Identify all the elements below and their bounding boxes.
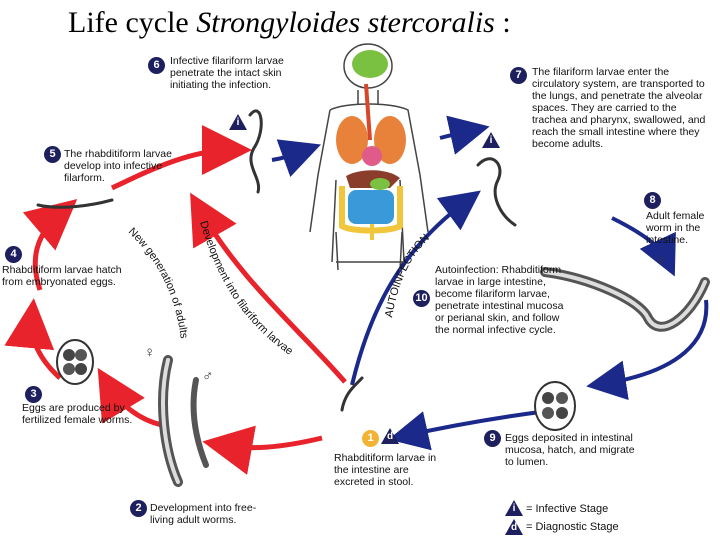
stage-4-text: Rhabditiform larvae hatch from embryonat… [2,264,122,288]
egg-stage-9 [534,381,576,431]
male-symbol-icon: ♂ [202,368,214,385]
stage-10-badge: 10 [413,290,430,307]
female-symbol-icon: ♀ [144,344,156,361]
adult-female-worm-8 [540,267,710,332]
worm-illustrations [36,109,517,412]
arrow-3-to-4 [4,298,62,380]
arrow-2-to-3 [97,367,163,428]
arrow-7-to-8 [611,216,676,277]
arrow-autoinfection [350,190,481,386]
stage-1-text: Rhabditiform larvae in the intestine are… [334,452,437,488]
female-symbol-icon-8: ♀ [655,252,667,269]
stage-9-badge: 9 [484,430,501,447]
diagnostic-stage-icon: d [381,428,399,444]
arrow-1-to-2 [202,425,323,475]
infective-larva-6 [248,109,263,194]
page-title: Life cycle Strongyloides stercoralis : [68,6,511,39]
stage-2-badge: 2 [130,500,147,517]
stage-8-text: Adult female worm in the intestine. [646,210,705,246]
host-organs [336,50,406,240]
arrow-6-to-host [271,139,322,177]
stage-6-text: Infective filariform larvae penetrate th… [170,55,284,91]
free-living-adults-2 [158,355,209,487]
stage-2-text: Development into free-living adult worms… [150,502,257,526]
arrow-8-to-9 [586,299,709,401]
stage-5-text: The rhabditiform larvae develop into inf… [64,148,172,184]
stage-3-text: Eggs are produced by fertilized female w… [22,402,133,426]
stage-9-text: Eggs deposited in intestinal mucosa, hat… [505,432,635,468]
arrow-5-to-6 [110,125,252,191]
stage-7-badge: 7 [510,67,527,84]
legend-diagnostic-label: = Diagnostic Stage [526,521,619,533]
development-label: Development into filariform larvae [197,220,295,358]
legend-infective-icon: i [505,500,523,516]
filariform-larva-7 [476,157,517,227]
infective-stage-icon-7: i [482,132,500,148]
infective-stage-icon: i [229,114,247,130]
arrow-4-to-5 [22,199,78,291]
stage-7-text: The filariform larvae enter the circulat… [532,66,706,150]
legend-infective-label: = Infective Stage [526,503,609,515]
stage-6-badge: 6 [148,57,165,74]
arrow-9-to-1 [388,410,541,451]
stage-1-badge: 1 [362,430,379,447]
free-living-cycle-arrows [4,125,347,475]
legend-diagnostic-icon: d [505,519,523,535]
stage-4-badge: 4 [5,246,22,263]
stage-5-badge: 5 [44,146,61,163]
arrow-1-to-5 [190,192,347,384]
stage-8-badge: 8 [644,192,661,209]
new-generation-label: New generation of adults [126,226,190,340]
egg-stage-3 [56,339,94,385]
arrow-host-to-7 [439,115,490,155]
stage-10-text: Autoinfection: Rhabditiform larvae in la… [435,264,564,336]
rhabditiform-larva-1 [340,376,364,412]
rhabditiform-larva-5 [36,198,114,209]
stage-3-badge: 3 [25,386,42,403]
human-host-figure [309,43,429,271]
parasitic-cycle-arrows [271,115,709,451]
